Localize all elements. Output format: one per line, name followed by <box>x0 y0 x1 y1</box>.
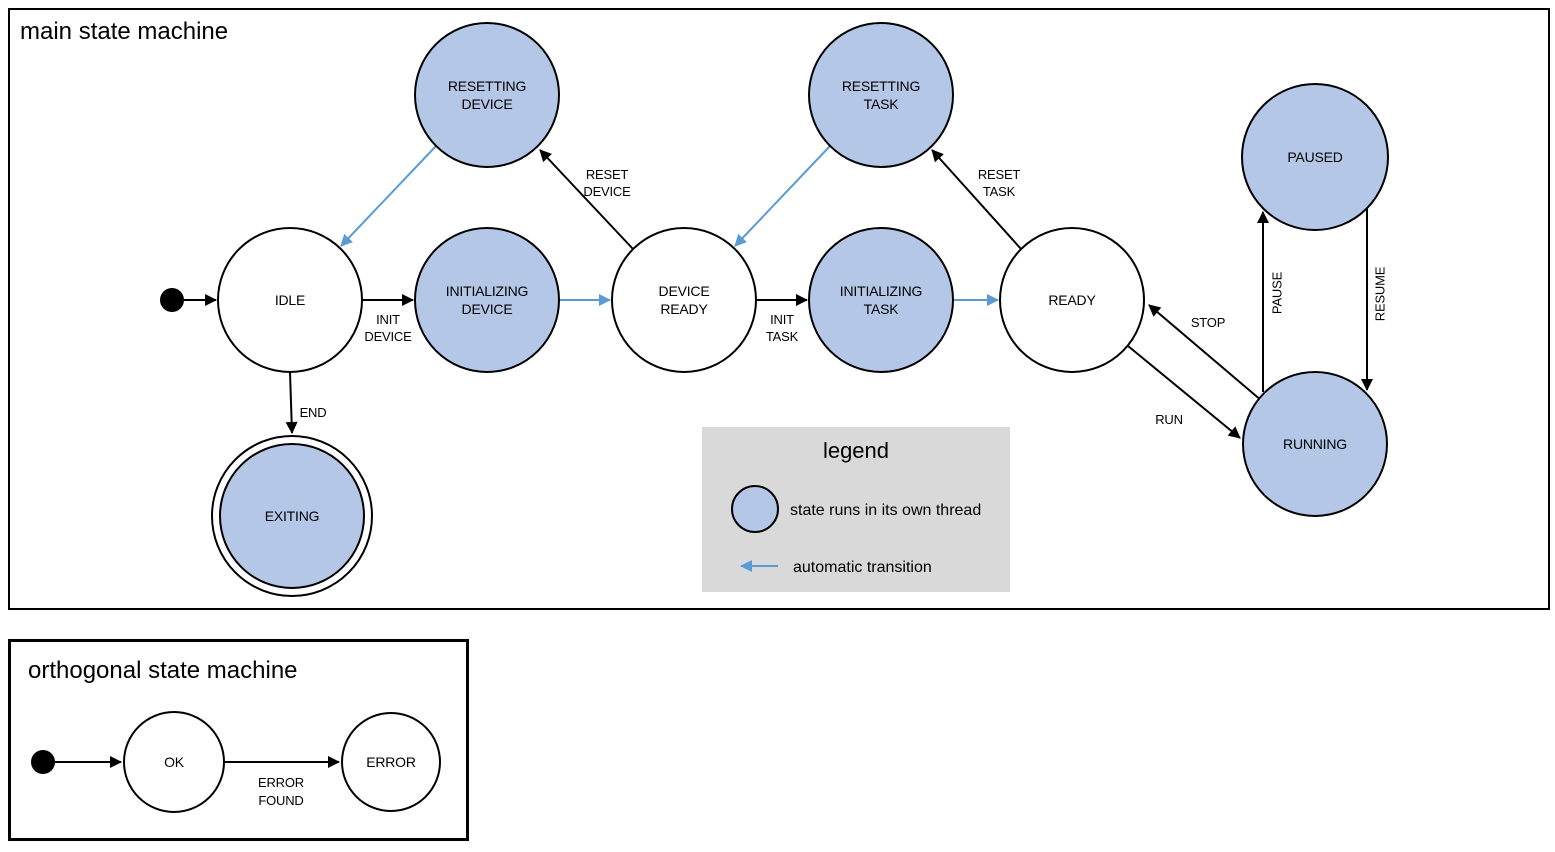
state-initializing-device: INITIALIZING DEVICE <box>414 227 560 373</box>
legend-auto-item-label: automatic transition <box>793 559 932 576</box>
legend: legend state runs in its own thread auto… <box>702 427 1010 592</box>
state-initializing-task: INITIALIZING TASK <box>808 227 954 373</box>
transition-reset-task <box>931 149 1022 250</box>
state-device-ready: DEVICE READY <box>611 227 757 373</box>
label-resume: RESUME <box>1373 266 1388 321</box>
state-paused-label: PAUSED <box>1287 149 1342 165</box>
transition-stop <box>1148 304 1263 402</box>
label-reset-device: RESET <box>586 167 629 182</box>
label-reset-device-2: DEVICE <box>583 184 631 199</box>
label-end: END <box>300 405 327 420</box>
initial-state-dot <box>160 288 184 312</box>
orthogonal-initial-state-dot <box>31 750 55 774</box>
main-transition-labels: INIT DEVICE INIT TASK RESET DEVICE RESET… <box>300 167 1388 427</box>
state-resetting-task-label: RESETTING <box>842 78 920 94</box>
orthogonal-machine: orthogonal state machine ERROR FOUND OK … <box>8 639 469 841</box>
transition-end <box>285 371 298 434</box>
state-device-ready-label: DEVICE <box>659 283 710 299</box>
state-initializing-device-label: INITIALIZING <box>446 283 528 299</box>
transition-reset-device <box>539 149 634 250</box>
label-reset-task-2: TASK <box>983 184 1016 199</box>
state-running-label: RUNNING <box>1283 436 1347 452</box>
exiting-inner-circle <box>219 443 365 589</box>
state-resetting-task: RESETTING TASK <box>808 22 954 168</box>
state-error-label: ERROR <box>366 754 416 770</box>
label-init-device-2: DEVICE <box>364 329 412 344</box>
label-init-task-2: TASK <box>766 329 799 344</box>
state-resetting-device: RESETTING DEVICE <box>414 22 560 168</box>
state-running: RUNNING <box>1242 371 1388 517</box>
label-init-task: INIT <box>770 312 794 327</box>
main-transitions <box>184 145 1373 439</box>
label-stop: STOP <box>1191 315 1225 330</box>
label-error-found: ERROR <box>258 775 304 790</box>
transition-run <box>1127 345 1241 439</box>
label-init-device: INIT <box>376 312 400 327</box>
transition-auto-resetdevice-to-idle <box>340 145 437 247</box>
state-initial <box>160 288 184 312</box>
label-pause: PAUSE <box>1270 271 1285 314</box>
label-error-found-2: FOUND <box>258 793 303 808</box>
main-machine-title: main state machine <box>20 18 228 45</box>
state-error: ERROR <box>341 712 441 812</box>
label-reset-task: RESET <box>978 167 1021 182</box>
state-initializing-device-label-2: DEVICE <box>462 301 513 317</box>
legend-title: legend <box>823 438 889 463</box>
label-run: RUN <box>1155 412 1183 427</box>
orthogonal-machine-title: orthogonal state machine <box>28 657 298 684</box>
state-ok-label: OK <box>164 754 185 770</box>
state-ok: OK <box>123 711 225 813</box>
state-initializing-task-label-2: TASK <box>864 301 900 317</box>
state-idle-label: IDLE <box>275 292 305 308</box>
state-resetting-task-label-2: TASK <box>864 96 900 112</box>
state-idle: IDLE <box>217 227 363 373</box>
state-resetting-device-label-2: DEVICE <box>462 96 513 112</box>
state-initializing-task-label: INITIALIZING <box>840 283 922 299</box>
legend-thread-item-label: state runs in its own thread <box>790 502 981 519</box>
state-exiting-label: EXITING <box>265 508 320 524</box>
transition-auto-resettask-to-deviceready <box>734 145 831 247</box>
state-exiting-final: EXITING <box>211 435 373 597</box>
state-resetting-device-label: RESETTING <box>448 78 526 94</box>
state-paused: PAUSED <box>1241 83 1389 231</box>
state-device-ready-label-2: READY <box>660 301 708 317</box>
state-ready: READY <box>999 227 1145 373</box>
legend-threaded-state-icon <box>731 485 779 533</box>
state-ready-label: READY <box>1048 292 1096 308</box>
